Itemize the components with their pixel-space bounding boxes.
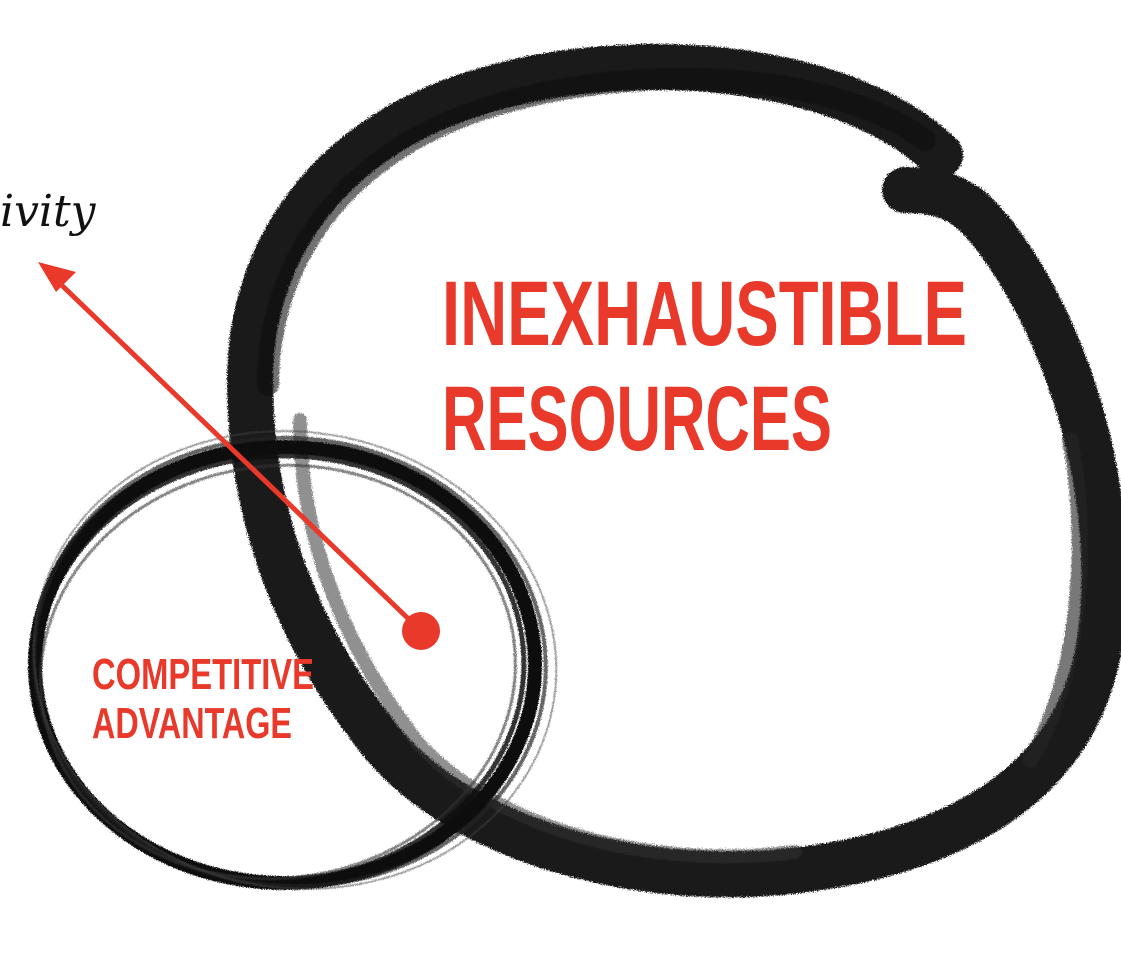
resources-label: RESOURCES	[442, 368, 832, 470]
advantage-label: ADVANTAGE	[92, 699, 292, 748]
inexhaustible-label: INEXHAUSTIBLE	[442, 263, 967, 365]
red-arrow	[38, 262, 440, 650]
arrowhead-icon	[38, 262, 76, 292]
cropped-label: ivity	[0, 186, 97, 237]
arrow-origin-dot	[402, 612, 440, 650]
competitive-label: COMPETITIVE	[92, 650, 314, 699]
small-enso-circle	[28, 430, 558, 890]
